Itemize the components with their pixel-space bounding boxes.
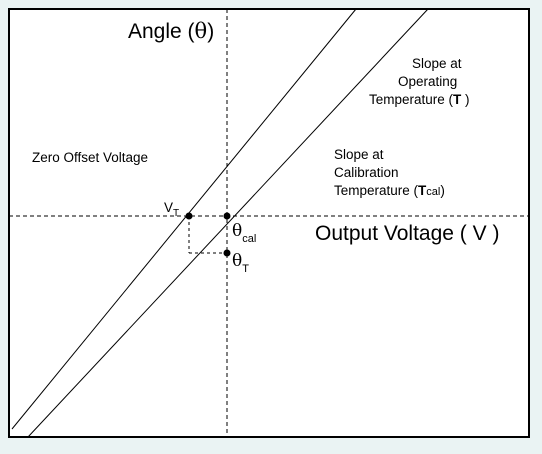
slope-operating-label: Slope at Operating Temperature (T ) (369, 56, 470, 107)
y-axis-label: Angle (θ) (128, 19, 214, 43)
svg-text:Calibration: Calibration (334, 165, 399, 180)
slope-calibration-label: Slope at Calibration Temperature (Tcal) (334, 147, 445, 198)
calibration-temperature-slope-line (27, 8, 429, 438)
vt-point (185, 212, 193, 220)
svg-text:Operating: Operating (398, 74, 457, 89)
svg-text:Slope at: Slope at (334, 147, 384, 162)
vt-label: VT (164, 200, 179, 219)
plot-area (8, 8, 530, 438)
svg-text:Temperature (Tcal): Temperature (Tcal) (334, 183, 445, 198)
theta-cal-label: θcal (232, 221, 256, 245)
theta-t-label: θT (232, 251, 249, 275)
svg-text:Temperature (T ): Temperature (T ) (369, 92, 470, 107)
zero-offset-voltage-label: Zero Offset Voltage (32, 150, 148, 165)
svg-text:Slope at: Slope at (412, 56, 462, 71)
theta-t-point (223, 249, 231, 257)
operating-temperature-slope-line (11, 8, 357, 430)
x-axis-label: Output Voltage ( V ) (315, 222, 499, 245)
theta-cal-point (223, 212, 231, 220)
